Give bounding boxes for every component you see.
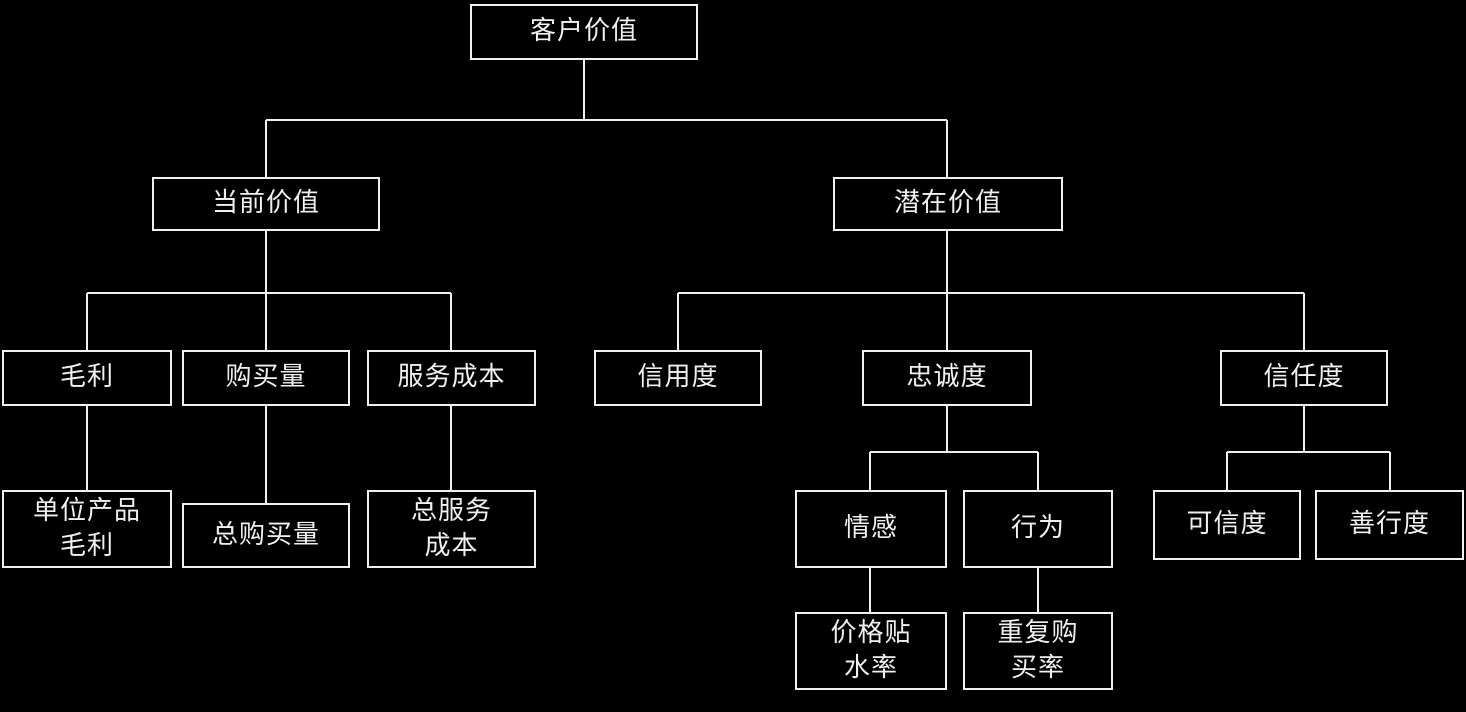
node-service-cost: 服务成本 [367,350,536,406]
node-gross-profit: 毛利 [2,350,172,406]
node-total-service-cost: 总服务 成本 [367,490,536,568]
node-current-value: 当前价值 [152,177,380,231]
node-emotion: 情感 [795,490,947,568]
node-total-purchase-volume: 总购买量 [182,503,350,568]
node-benevolence: 善行度 [1315,490,1464,560]
node-repeat-purchase-rate: 重复购 买率 [963,612,1113,690]
node-price-premium-rate: 价格贴 水率 [795,612,947,690]
node-trust-degree: 信任度 [1220,350,1388,406]
node-loyalty-degree: 忠诚度 [862,350,1032,406]
node-behavior: 行为 [963,490,1113,568]
node-unit-product-profit: 单位产品 毛利 [2,490,172,568]
node-purchase-volume: 购买量 [182,350,350,406]
node-credit-degree: 信用度 [594,350,762,406]
node-customer-value: 客户价值 [470,4,698,60]
node-credibility: 可信度 [1153,490,1301,560]
node-potential-value: 潜在价值 [833,177,1063,231]
